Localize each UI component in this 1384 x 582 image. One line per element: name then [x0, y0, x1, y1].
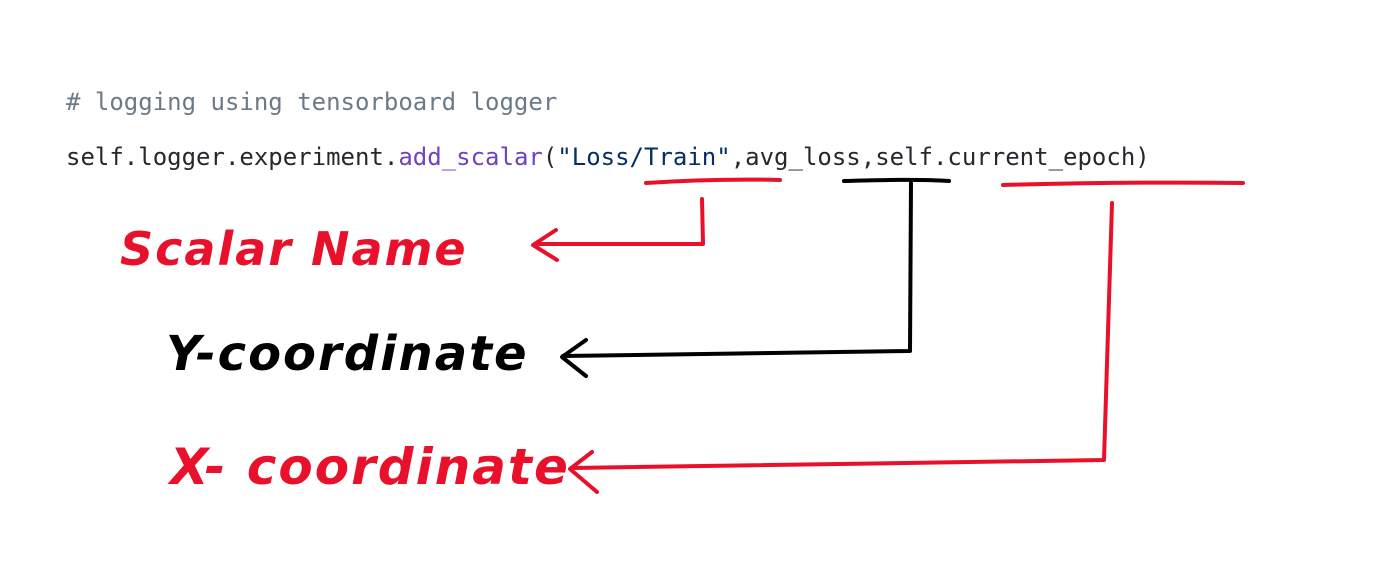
code-call-line: self.logger.experiment.add_scalar("Loss/… — [66, 142, 1150, 172]
x-coordinate-connector — [570, 201, 1114, 470]
code-arg-scalar-name: "Loss/Train" — [557, 143, 731, 171]
y-coordinate-connector — [561, 181, 913, 358]
code-method-name: add_scalar — [398, 143, 543, 171]
scalar-name-underline — [644, 177, 782, 185]
y-coordinate-label: Y-coordinate — [166, 326, 529, 382]
scalar-name-arrowhead — [531, 228, 559, 262]
scalar-name-label: Scalar Name — [120, 222, 468, 276]
code-separator-1: , — [730, 143, 746, 171]
x-coordinate-arrowhead — [568, 450, 599, 494]
scalar-name-connector — [533, 197, 705, 246]
code-close-paren: ) — [1135, 143, 1150, 171]
y-coordinate-arrowhead — [560, 338, 588, 378]
code-comment: # logging using tensorboard logger — [66, 88, 558, 116]
code-arg-x: self.current_epoch — [875, 143, 1136, 171]
y-coordinate-underline — [842, 177, 951, 183]
code-open-paren: ( — [542, 143, 558, 171]
code-arg-y: avg_loss — [745, 143, 861, 171]
code-call-prefix: self.logger.experiment. — [66, 143, 399, 171]
code-separator-2: , — [860, 143, 876, 171]
x-coordinate-label: X- coordinate — [170, 438, 570, 496]
x-coordinate-underline — [1001, 180, 1245, 187]
